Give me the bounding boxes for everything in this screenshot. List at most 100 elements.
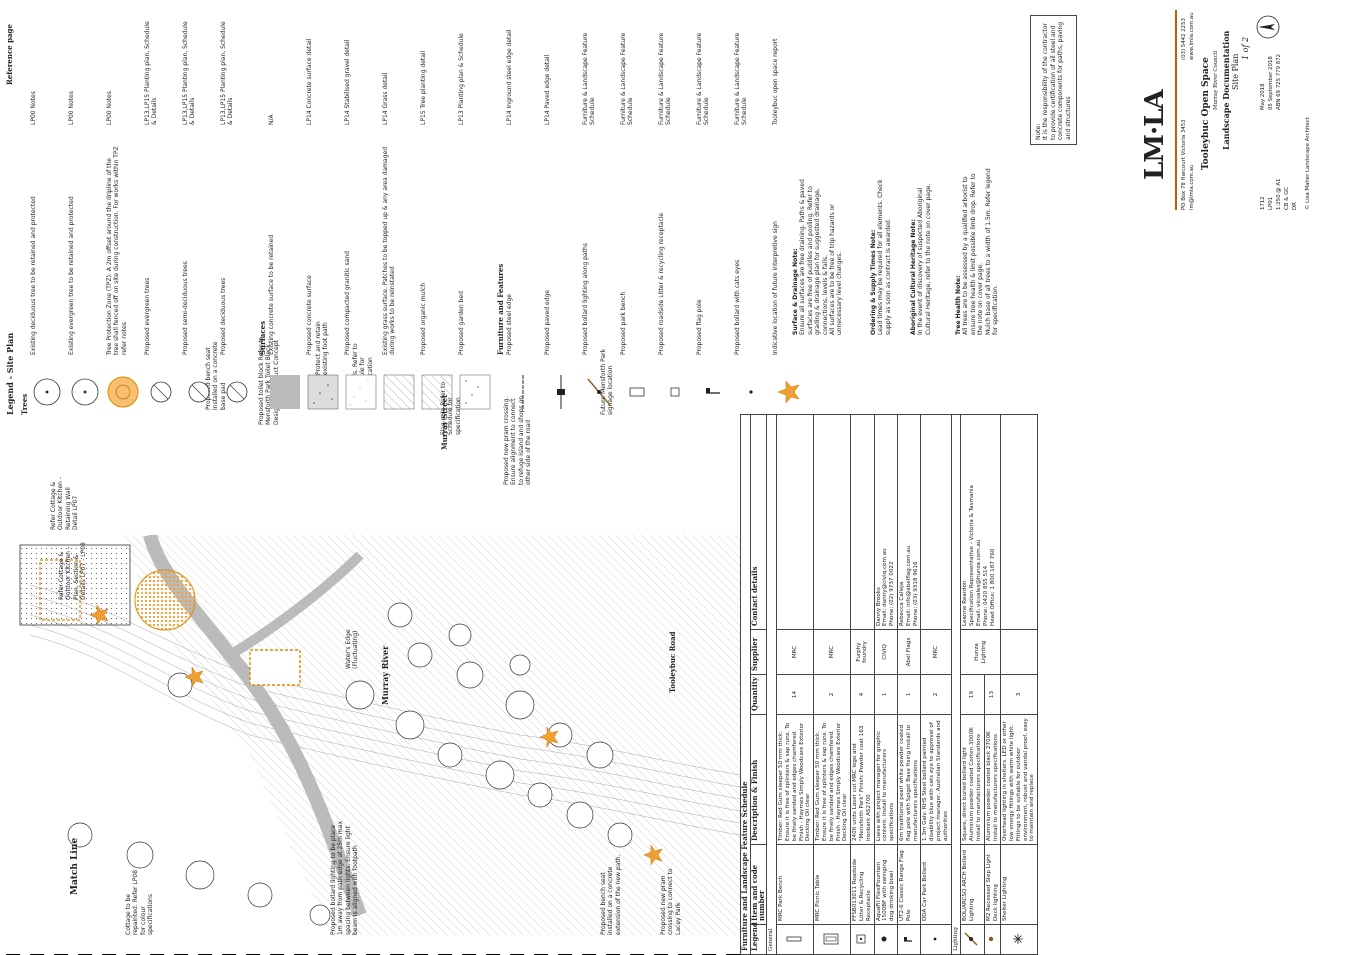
table-row: FFSB013011 Roadside Litter & Recycling R… — [850, 414, 875, 955]
legend-item: Proposed semi-deciduous trees LP13,LP15 P… — [182, 0, 218, 415]
legend-item: Indicative location of future interpreti… — [772, 0, 808, 415]
legend-description: Indicative location of future interpreti… — [772, 221, 779, 355]
surfaces-heading: Surfaces — [258, 320, 267, 355]
legend-reference: Furniture & Landscape Feature Schedule — [658, 32, 673, 125]
callout-bollard-lighting: Proposed bollard lighting to be place 1m… — [330, 820, 360, 935]
table-row: DDA Car Park Bollard 1.3m Galv. RHS Stee… — [920, 414, 952, 955]
match-line-label: Match Line — [70, 837, 80, 895]
branch-path — [227, 551, 364, 660]
legend-description: Proposed semi-deciduous trees — [182, 261, 189, 355]
legend-item: Tree Protection Zone (TPZ). A 2m offset … — [106, 0, 142, 415]
legend-reference: LP13,LP15 Planting plan, Schedule & Deta… — [182, 21, 197, 125]
table-row: MRC Park Bench Timber: Red Gum sleeper 5… — [776, 414, 814, 955]
grass-area — [120, 535, 740, 935]
legend-description: Proposed steel edge — [506, 294, 513, 355]
legend-reference: LP14 Inground steel edge detail — [506, 29, 513, 125]
surf-grass-icon — [382, 365, 422, 415]
legend-reference: LP00 Notes — [68, 91, 75, 125]
cottage-kitchen-outline — [39, 559, 81, 621]
doc-type: Landscape Documentation — [1221, 30, 1231, 150]
toilet-block — [249, 649, 301, 686]
legend-description: Proposed bollard with cats eyes — [734, 259, 741, 355]
bollard-light-icon — [582, 365, 622, 415]
bollard-light-icon — [960, 924, 985, 955]
legend-description: Proposed compacted granitic sand — [344, 251, 351, 355]
table-row: AquaFil FlexiFountain 1500BF with swingi… — [874, 414, 898, 955]
legend-item: Existing concrete surface to be retained… — [268, 0, 304, 415]
contractor-note-box: Note: It is the responsibility of the co… — [1030, 15, 1078, 145]
legend-reference: LP00 Notes — [106, 91, 113, 125]
legend-description: Proposed flag pole — [696, 299, 703, 355]
firm-web: www.lmla.com.au — [1189, 12, 1195, 60]
legend-item: Existing evergreen tree to be retained a… — [68, 0, 104, 415]
picnic-table-icon — [813, 924, 851, 955]
sheet-name: Site Plan — [1231, 53, 1240, 90]
murray-river-label: Murray River — [380, 645, 390, 705]
surface-note: Surface & Drainage Note: Ensure all surf… — [792, 165, 844, 335]
legend-description: Proposed paved edge — [544, 290, 551, 355]
legend-reference: LP14 Paved edge detail — [544, 54, 551, 125]
legend-reference: LP13,LP15 Planting plan, Schedule & Deta… — [220, 21, 235, 125]
logo-rule — [1175, 10, 1177, 210]
sign-icon — [772, 365, 812, 415]
legend-description: Proposed bollard lighting along paths — [582, 243, 589, 355]
legend-reference: LP15 Tree planting detail — [420, 50, 427, 125]
callout-bench-seat-extension: Proposed bench seat installed on a concr… — [600, 854, 622, 935]
table-row: Shelter Lighting Overhead lighting in sh… — [1000, 414, 1038, 955]
legend-description: Proposed concrete surface — [306, 275, 313, 355]
table-row: M2 Recessed Step Light Deck lighting Alu… — [984, 414, 1001, 955]
drawing-scale: 1:250 @ A1 — [1276, 178, 1282, 210]
surf-garden-icon — [458, 365, 498, 415]
callout-pram-crossing-lacey: Proposed new pram crossing to connect to… — [660, 868, 682, 935]
waters-edge-label: Water's Edge (Fluctuating) — [345, 629, 360, 669]
surface-note-1: Ensure all surfaces are free draining. P… — [799, 179, 829, 335]
surface-note-2: All surfaces are to be free of trip haza… — [829, 204, 844, 335]
ordering-note: Ordering & Supply Times Note: Lead times… — [870, 179, 892, 335]
legend-reference: LP14 Grass detail — [382, 72, 389, 125]
surface-note-title: Surface & Drainage Note: — [792, 248, 799, 335]
firm-phone: (03) 5442 2253 — [1181, 18, 1187, 60]
surf-sand-icon — [344, 365, 384, 415]
legend-description: Existing concrete surface to be retained — [268, 234, 275, 355]
bollard-icon — [734, 365, 774, 415]
title-block: LM·LA PO Box 78 Harcourt Victoria 3453 (… — [1135, 5, 1350, 210]
table-row: MRC Picnic Table Timber: Red Gum sleeper… — [813, 414, 851, 955]
issue-date: 05 September 2018 — [1268, 56, 1274, 110]
col-supplier: Supplier — [750, 629, 767, 675]
reference-header: Reference page — [5, 24, 14, 85]
legend-description: Existing evergreen tree to be retained a… — [68, 196, 75, 355]
col-legend: Legend — [750, 922, 767, 955]
legend-description: Proposed roadside Litter & recycling rec… — [658, 212, 665, 355]
legend-rows: Existing deciduous tree to be retained a… — [30, 0, 830, 415]
drawing-number: LP01 — [1268, 196, 1274, 210]
legend-description: Tree Protection Zone (TPZ). A 2m offset … — [106, 146, 128, 355]
legend-reference: Furniture & Landscape Feature Schedule — [582, 32, 597, 125]
legend-description: Proposed garden bed — [458, 291, 465, 355]
legend-description: Proposed organic mulch — [420, 282, 427, 355]
legend-description: Proposed park bench — [620, 291, 627, 355]
copyright: © Lisa Maher Landscape Architect — [1305, 117, 1311, 210]
shelter-light-icon — [1000, 924, 1038, 955]
cottage — [19, 544, 131, 626]
bench-icon — [776, 924, 814, 955]
tooleybuc-road-label: Tooleybuc Road — [668, 631, 677, 693]
callout-retaining-wall-ref: Refer Cottage & Outdoor Kitchen - Retain… — [50, 476, 80, 530]
north-arrow-icon — [1256, 15, 1280, 39]
designed-by: CB & GC — [1284, 186, 1290, 210]
table-row: UT2-6 Classic Range Flag Pole 6m traditi… — [897, 414, 921, 955]
callout-cottage-repaint: Cottage to be repainted. Refer LP08 for … — [125, 869, 155, 935]
furniture-heading: Furniture and Features — [496, 263, 505, 355]
feature-schedule: Furniture and Landscape Feature Schedule… — [740, 410, 1358, 955]
drawn-by: DR — [1292, 202, 1298, 210]
trees — [67, 602, 633, 926]
drawing-date: May 2018 — [1260, 83, 1266, 110]
schedule-title: Furniture and Landscape Feature Schedule — [740, 414, 751, 955]
paved-edge-icon — [544, 365, 584, 415]
